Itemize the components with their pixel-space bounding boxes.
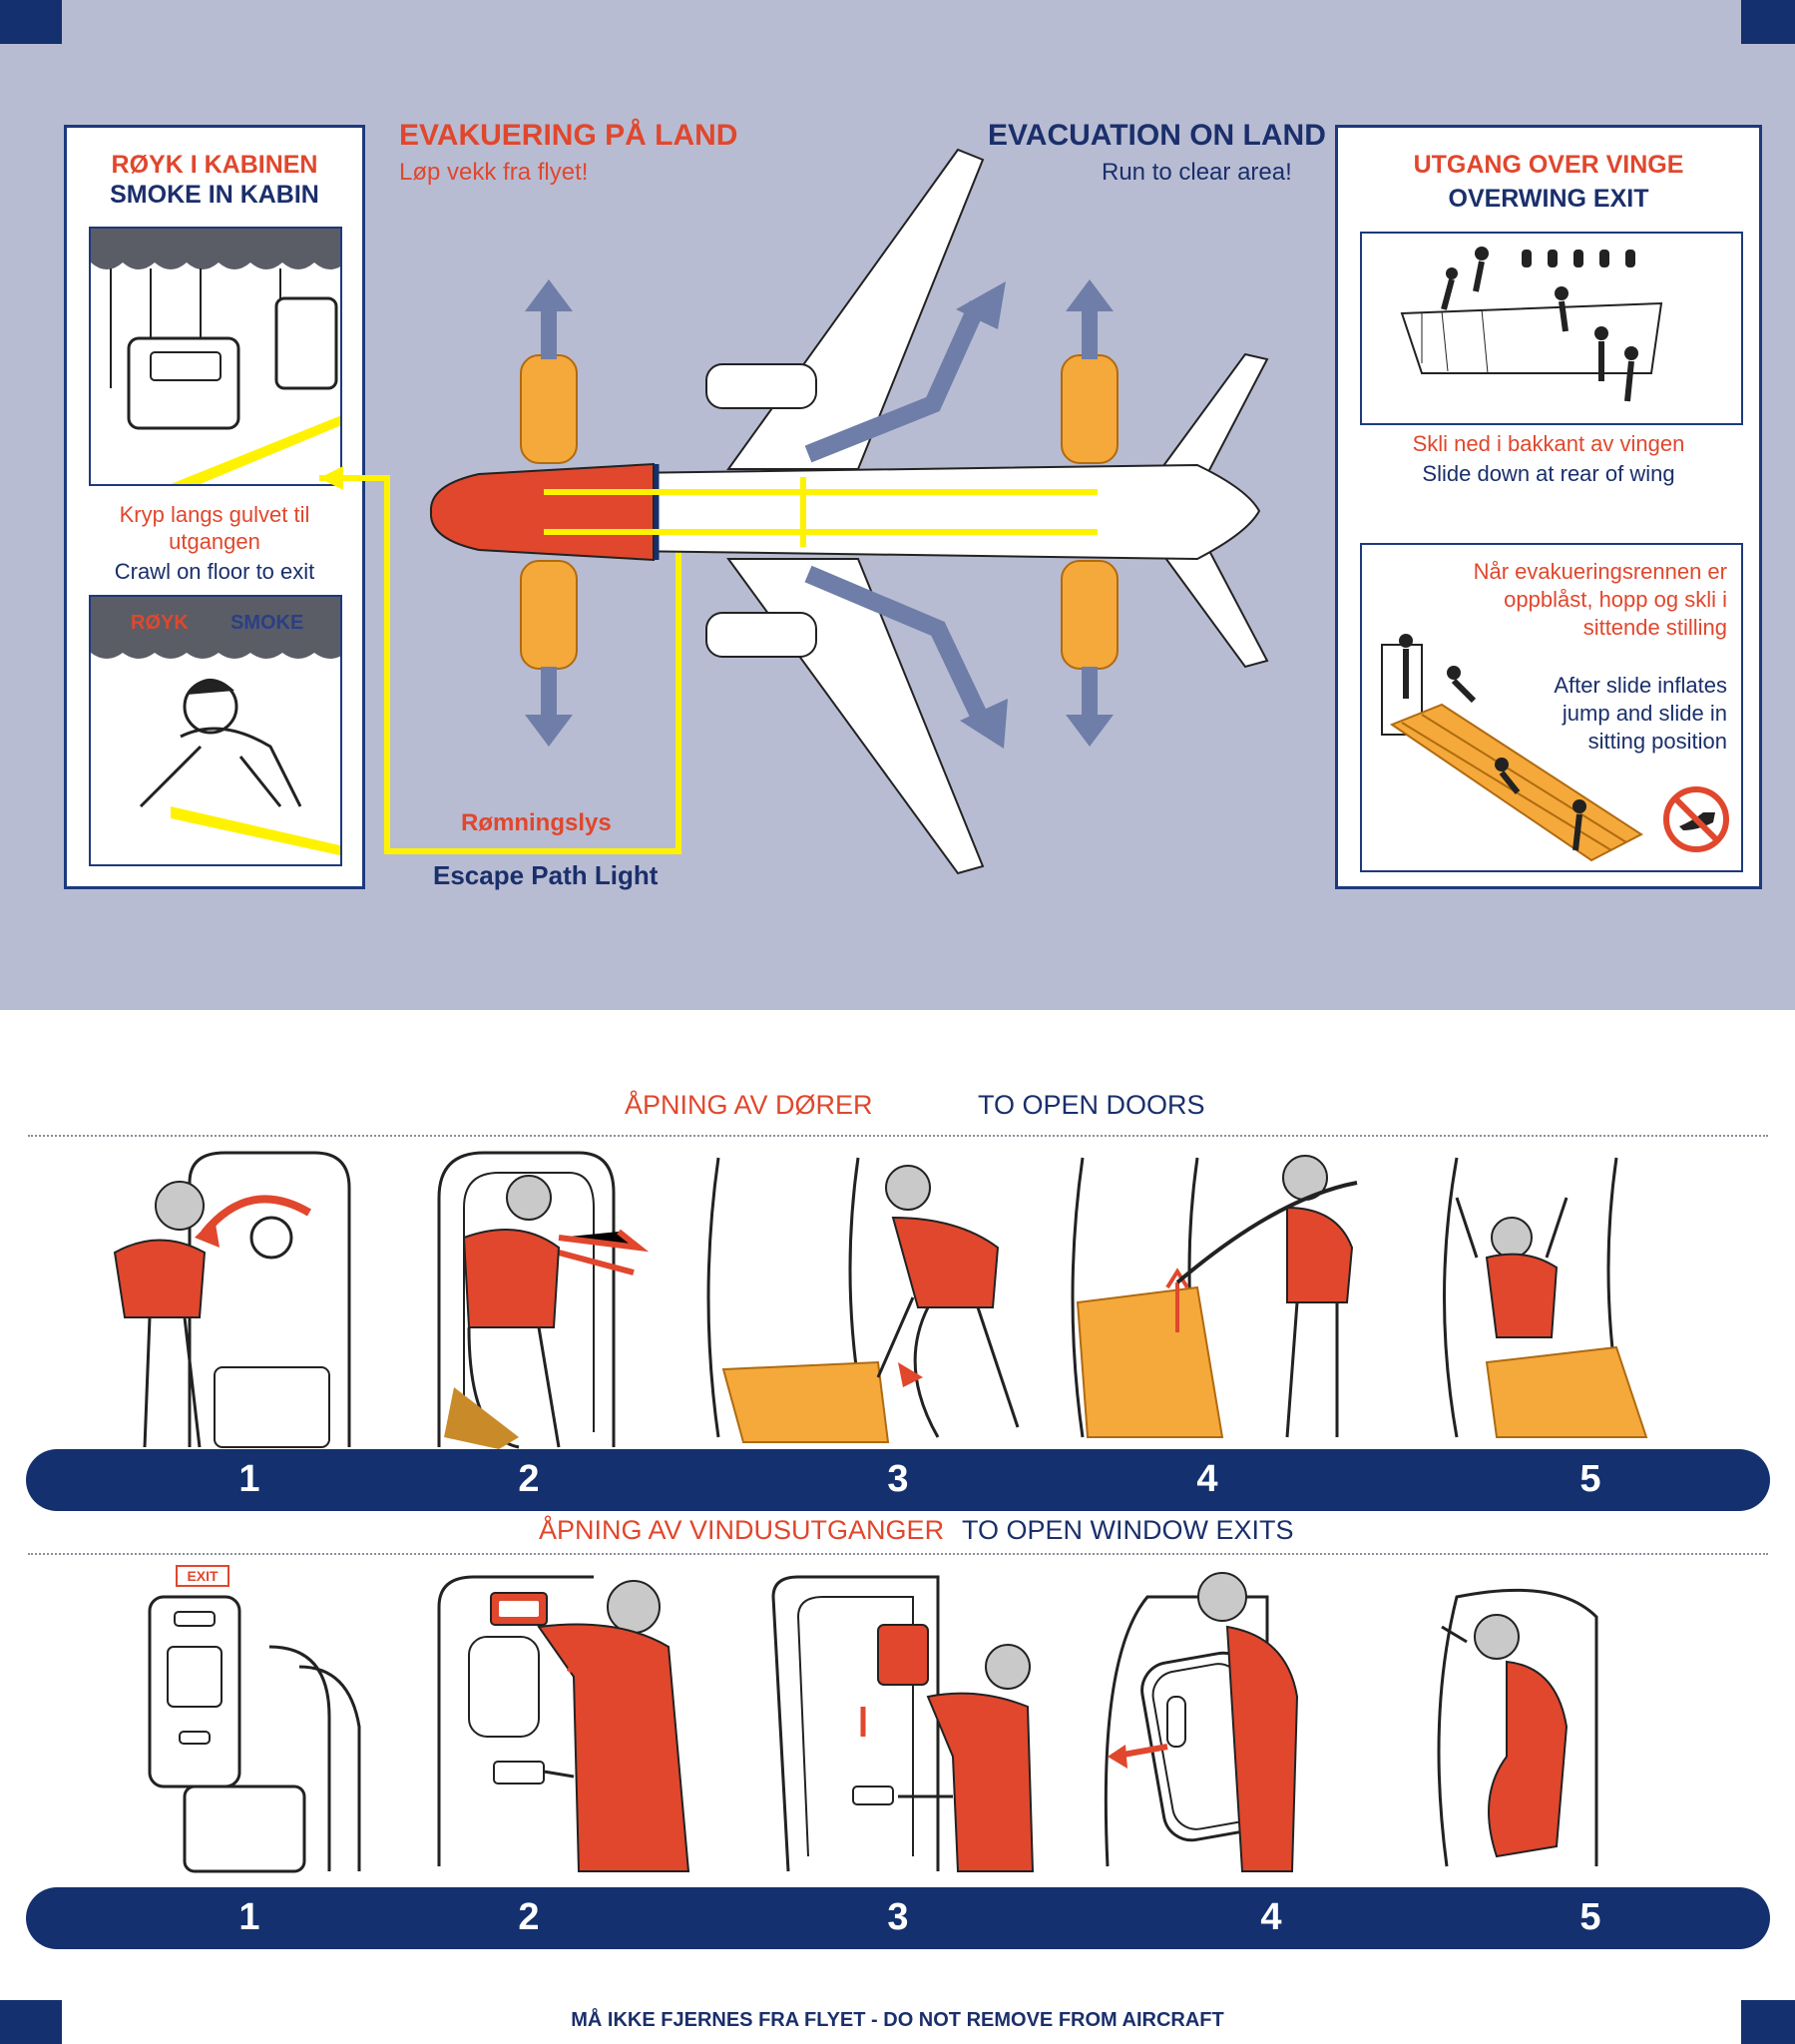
crawling-person-drawing [91,653,340,856]
smoke-cabin-illustration [89,227,342,486]
doors-title-en: TO OPEN DOORS [978,1090,1205,1120]
doors-divider [28,1135,1768,1137]
window-step-2-drawing [437,1575,690,1872]
door-step-1-drawing [113,1151,351,1448]
door-step-1-number: 1 [238,1458,260,1500]
smoke-label-en: SMOKE [230,612,304,634]
window-step-5-drawing [1437,1588,1598,1867]
door-step-4-drawing [1071,1155,1358,1438]
window-steps-band: 1 2 3 4 5 [26,1887,1770,1949]
evacuation-title-en: EVACUATION ON LAND [988,119,1326,152]
corner-mark-bottom-left [0,2000,62,2044]
corner-mark-top-left [0,0,62,44]
window-step-4-number: 4 [1260,1896,1282,1938]
aircraft-evacuation-diagram [319,148,1269,875]
overwing-exit-box: UTGANG OVER VINGE OVERWING EXIT Skli ned… [1335,125,1762,889]
door-opening-steps-illustration [113,1151,1648,1449]
slide-instruction-no-line1: Når evakueringsrennen er [1473,559,1727,584]
slide-instruction-en-line3: sitting position [1587,729,1727,754]
slide-instruction-no-line2: oppblåst, hopp og skli i [1504,587,1727,612]
evacuation-subtitle-en: Run to clear area! [1102,159,1292,186]
no-high-heels-icon [1663,786,1729,852]
slide-instruction-no-line3: sittende stilling [1582,615,1727,640]
door-step-2-drawing [437,1151,650,1449]
window-exit-steps-illustration [148,1572,1598,1873]
escape-path-light-en: Escape Path Light [433,860,659,890]
window-step-3-drawing [771,1575,1035,1872]
window-step-4-drawing [1104,1572,1299,1872]
smoke-layer [91,597,340,653]
cabin-seats-drawing [91,229,340,484]
overwing-title-en: OVERWING EXIT [1448,185,1649,213]
door-step-3-drawing [706,1157,1020,1443]
window-step-1-number: 1 [238,1896,260,1938]
evacuation-title-no: EVAKUERING PÅ LAND [399,119,738,152]
door-step-2-number: 2 [518,1458,540,1500]
overwing-caption-no: Skli ned i bakkant av vingen [1412,431,1685,456]
door-steps-band: 1 2 3 4 5 [26,1449,1770,1511]
overwing-exit-illustration [1360,232,1743,425]
footer-notice: MÅ IKKE FJERNES FRA FLYET - DO NOT REMOV… [571,2009,1224,2031]
corner-mark-top-right [1741,0,1795,44]
escape-path-light-no: Rømningslys [461,809,612,836]
smoke-title-no: RØYK I KABINEN [111,151,318,179]
smoke-instruction-no-line1: Kryp langs gulvet til [119,502,310,527]
smoke-in-cabin-box: RØYK I KABINEN SMOKE IN KABIN Kryp langs… [64,125,365,889]
window-step-1-drawing [148,1595,361,1873]
overwing-caption-en: Slide down at rear of wing [1422,461,1675,486]
window-exits-divider [28,1553,1768,1555]
slide-illustration: Når evakueringsrennen er oppblåst, hopp … [1360,543,1743,872]
evacuation-subtitle-no: Løp vekk fra flyet! [399,159,589,186]
corner-mark-bottom-right [1741,2000,1795,2044]
inflated-slide-drawing [1381,634,1643,862]
door-step-5-drawing [1443,1157,1648,1438]
window-step-5-number: 5 [1579,1896,1601,1938]
exit-sign: EXIT [176,1565,229,1587]
slide-instruction-en-line2: jump and slide in [1562,701,1727,726]
smoke-title-en: SMOKE IN KABIN [110,181,319,209]
doors-title-no: ÅPNING AV DØRER [625,1090,873,1120]
slide-instruction-en-line1: After slide inflates [1554,673,1727,698]
smoke-instruction-no-line2: utgangen [169,529,260,554]
window-step-3-number: 3 [887,1896,909,1938]
overwing-title-no: UTGANG OVER VINGE [1413,151,1684,179]
window-step-2-number: 2 [518,1896,540,1938]
smoke-label-no: RØYK [131,612,189,634]
smoke-instruction-en: Crawl on floor to exit [114,559,315,584]
door-step-4-number: 4 [1196,1458,1218,1500]
door-step-3-number: 3 [887,1458,909,1500]
crawling-passenger-illustration: RØYK SMOKE [89,595,342,866]
wing-escape-drawing [1400,247,1663,402]
window-exits-title-en: TO OPEN WINDOW EXITS [962,1515,1294,1545]
window-exits-title-no: ÅPNING AV VINDUSUTGANGER [539,1515,945,1545]
door-step-5-number: 5 [1579,1458,1601,1500]
